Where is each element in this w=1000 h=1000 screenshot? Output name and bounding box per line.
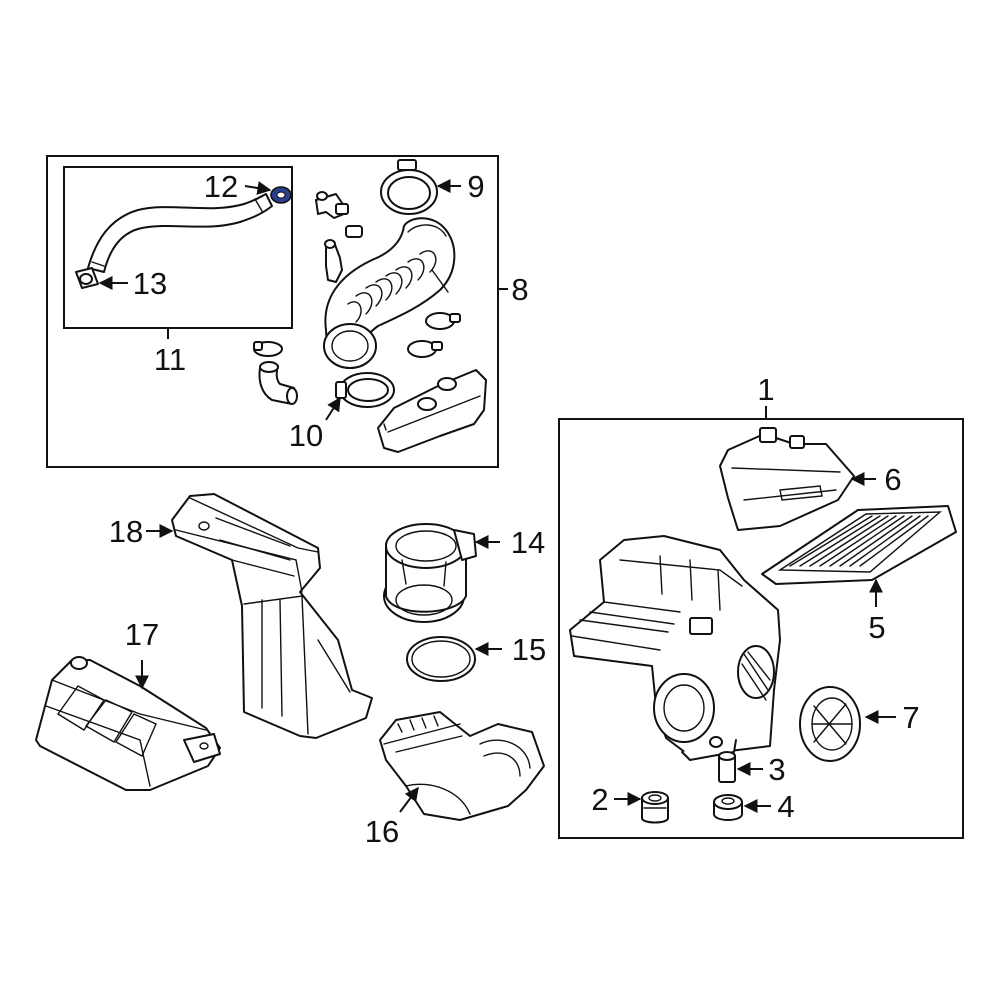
hose-clamp-part-12[interactable]	[270, 186, 292, 204]
callout-9: 9	[467, 169, 484, 204]
resonator-part[interactable]	[377, 369, 487, 453]
callout-4: 4	[777, 789, 794, 824]
hose-clamp-small-a[interactable]	[425, 312, 461, 330]
callout-3: 3	[768, 752, 785, 787]
air-inlet-part-17[interactable]	[35, 656, 221, 791]
hose-clamp-small-b[interactable]	[407, 340, 443, 358]
air-box-cover-part-6[interactable]	[719, 427, 855, 531]
callout-17: 17	[125, 617, 159, 652]
callout-12: 12	[204, 169, 238, 204]
callout-18: 18	[109, 514, 143, 549]
leader-12	[244, 181, 272, 195]
group-box-1	[558, 418, 964, 839]
intake-duct-part-16[interactable]	[379, 711, 545, 821]
maf-sensor-part-14[interactable]	[383, 523, 477, 623]
air-box-housing[interactable]	[569, 535, 781, 761]
grommet-part-4[interactable]	[713, 794, 743, 821]
sensor-fitting-part[interactable]	[324, 239, 343, 283]
grommet-part-2[interactable]	[641, 791, 669, 824]
callout-13: 13	[133, 266, 167, 301]
air-guide-part-18[interactable]	[171, 493, 373, 739]
pcv-connector-part[interactable]	[315, 191, 349, 219]
callout-14: 14	[511, 525, 545, 560]
intake-cap-part-7[interactable]	[799, 686, 861, 762]
hose-clamp-part-13[interactable]	[75, 267, 99, 289]
air-filter-part-5[interactable]	[761, 505, 957, 585]
hose-clamp-small-c[interactable]	[253, 341, 283, 357]
callout-1: 1	[757, 372, 774, 407]
callout-16: 16	[365, 814, 399, 849]
callout-15: 15	[512, 632, 546, 667]
intake-duct-bellows[interactable]	[323, 217, 456, 369]
leader-16	[399, 786, 419, 813]
sleeve-part-3[interactable]	[718, 751, 736, 783]
callout-11: 11	[154, 342, 186, 377]
leader-10	[325, 396, 341, 421]
callout-5: 5	[868, 610, 885, 645]
small-clip-part[interactable]	[345, 225, 363, 238]
callout-7: 7	[902, 700, 919, 735]
group-box-8	[46, 155, 499, 468]
elbow-hose-part[interactable]	[258, 361, 298, 405]
o-ring-part-15[interactable]	[406, 636, 476, 682]
callout-6: 6	[884, 462, 901, 497]
callout-2: 2	[591, 782, 608, 817]
clamp-ring-part-9[interactable]	[380, 159, 438, 215]
callout-8: 8	[511, 272, 528, 307]
clamp-part-10[interactable]	[335, 372, 395, 408]
group-box-11	[63, 166, 293, 329]
breather-hose-part-11[interactable]	[87, 193, 273, 273]
callout-10: 10	[289, 418, 323, 453]
